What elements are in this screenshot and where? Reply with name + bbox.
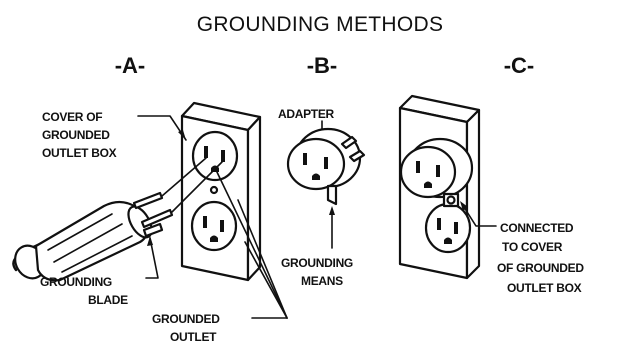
plug-a-ridge-2 xyxy=(53,223,123,263)
plate-c-side-edge xyxy=(465,108,481,280)
diagram-title: GROUNDING METHODS xyxy=(197,13,444,36)
outlet-c-adapter-ground-hole xyxy=(424,181,432,188)
connected-label-line4: OUTLET BOX xyxy=(507,281,582,295)
outlet-a-lower-slot-left xyxy=(203,216,207,228)
outlet-a-upper-slot-left xyxy=(204,146,208,158)
plate-a-side-edge xyxy=(246,115,262,282)
panel-a-label: -A- xyxy=(115,53,146,78)
cover-label-line2: GROUNDED xyxy=(42,128,110,142)
means-leader-arrowhead xyxy=(329,206,335,215)
adapter-prong-2 xyxy=(348,149,366,163)
panel-b-label: -B- xyxy=(307,53,338,78)
plug-a-prong-middle xyxy=(140,208,174,229)
plug-icon xyxy=(12,191,174,282)
adapter-slot-left xyxy=(303,153,307,165)
means-label-line2: MEANS xyxy=(301,274,343,288)
means-label-line1: GROUNDING xyxy=(281,256,353,270)
outlet-a-screw xyxy=(209,185,219,195)
connected-label-line2: TO COVER xyxy=(502,240,563,254)
plug-a-grounding-blade xyxy=(142,222,164,238)
outlet-icon xyxy=(424,202,472,254)
outlet-a-upper-slot-right xyxy=(221,150,225,162)
outlet-leader-middle xyxy=(237,199,288,319)
blade-label-line1: GROUNDING xyxy=(40,275,112,289)
adapter-icon xyxy=(286,127,366,206)
cover-label-line1: COVER OF xyxy=(42,110,102,124)
adapter-face xyxy=(286,137,346,191)
outlet-label-line2: OUTLET xyxy=(170,330,217,344)
outlet-c-adapter-face xyxy=(399,145,457,199)
outlet-c xyxy=(398,94,481,280)
outlet-c-adapter-slot-left xyxy=(416,161,420,173)
plug-a-guide-line-1 xyxy=(161,157,207,197)
outlet-c-lower-ground-hole xyxy=(444,237,452,244)
connected-label-line1: CONNECTED xyxy=(500,221,574,235)
adapter-prong-1 xyxy=(340,135,358,150)
outlet-label-line1: GROUNDED xyxy=(152,312,220,326)
connected-label-line3: OF GROUNDED xyxy=(497,261,584,275)
plug-a-ridge-3 xyxy=(61,235,133,273)
outlet-c-lower-slot-right xyxy=(454,222,458,234)
adapter-slot-right xyxy=(324,157,328,169)
blade-label-line2: BLADE xyxy=(88,293,128,307)
outlet-a xyxy=(180,101,262,282)
outlet-a-lower-ground-hole xyxy=(210,235,218,242)
connected-leader-arrowhead xyxy=(460,201,468,211)
connected-leader xyxy=(461,203,497,227)
plug-a-prong-top xyxy=(132,191,164,210)
outlet-icon xyxy=(190,200,238,252)
adapter-icon xyxy=(399,137,474,199)
outlet-c-lower-slot-left xyxy=(437,218,441,230)
adapter-ground-hole xyxy=(312,173,320,180)
adapter-label: ADAPTER xyxy=(278,107,335,121)
cover-label-line3: OUTLET BOX xyxy=(42,146,117,160)
outlet-a-lower-face xyxy=(190,200,238,252)
outlet-c-cover-screw xyxy=(446,195,456,205)
outlet-c-lower-face xyxy=(424,202,472,254)
adapter-grounding-lug xyxy=(326,184,338,206)
outlet-leader-lower xyxy=(244,241,288,319)
blade-leader xyxy=(145,237,159,279)
panel-c-label: -C- xyxy=(504,53,535,78)
blade-leader-arrowhead xyxy=(147,236,153,246)
cover-leader-arrowhead xyxy=(178,130,186,140)
plug-a-guide-line-2 xyxy=(171,161,223,213)
cover-leader xyxy=(137,115,187,141)
outlet-c-adapter-slot-right xyxy=(436,165,440,177)
outlet-icon xyxy=(191,130,239,182)
outlet-a-lower-slot-right xyxy=(220,220,224,232)
plug-a-ridge-1 xyxy=(47,213,113,251)
outlet-leader-upper xyxy=(215,169,288,319)
outlet-a-upper-face xyxy=(191,130,239,182)
